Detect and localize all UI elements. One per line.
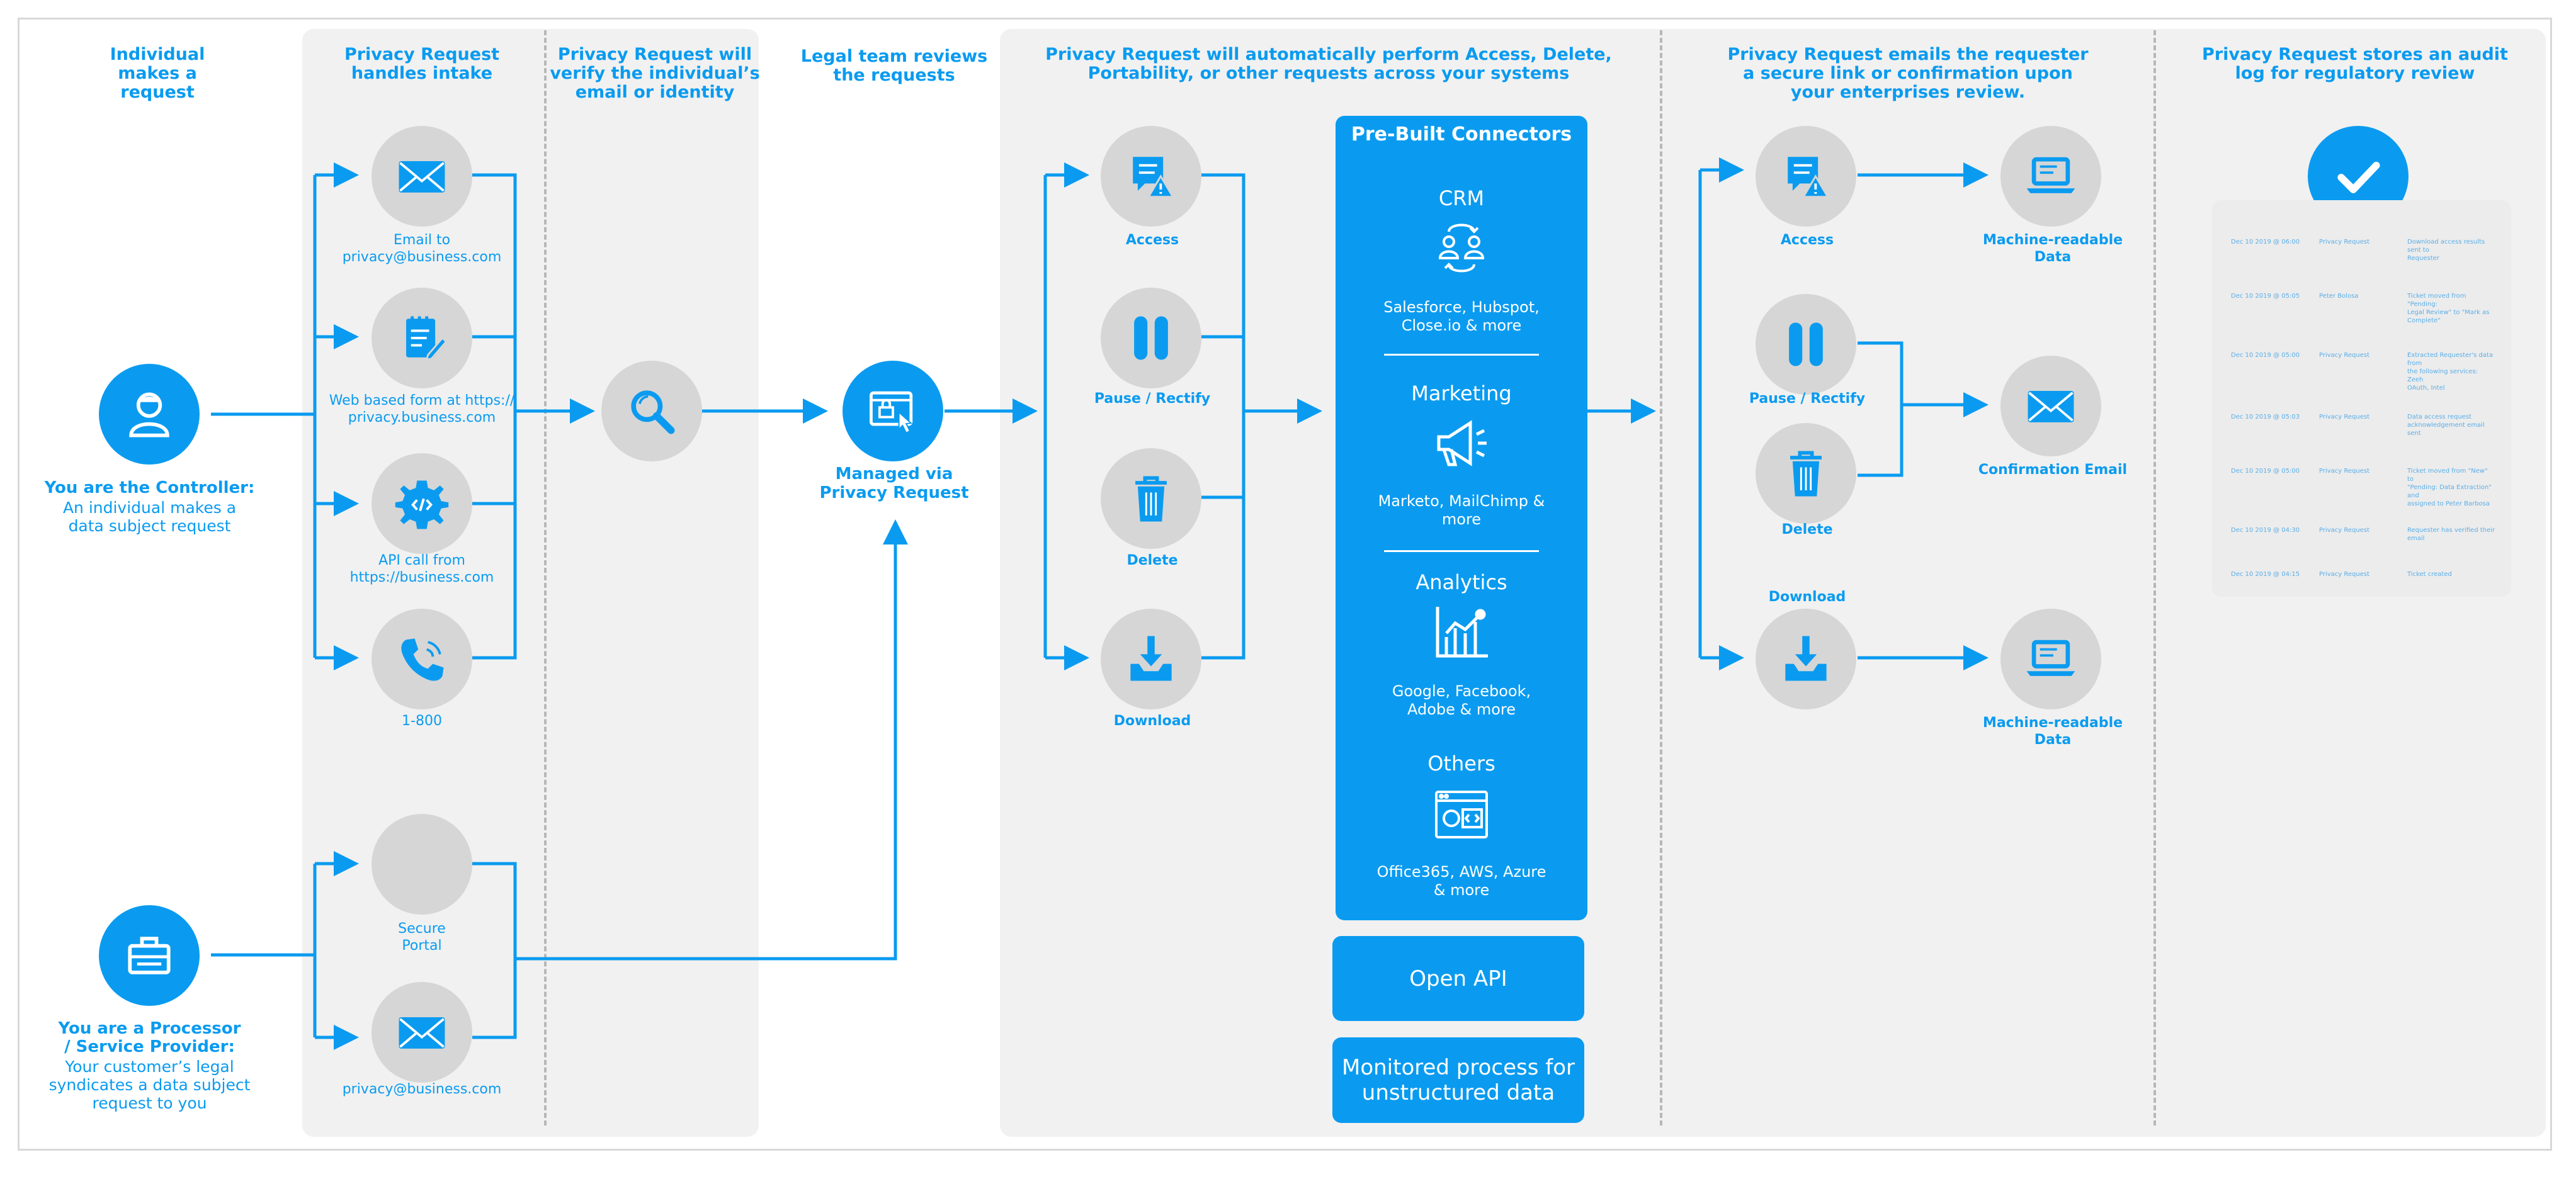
connector-crm-text: Salesforce, Hubspot, Close.io & more xyxy=(1383,298,1540,334)
result-download-label: Download xyxy=(1768,589,1846,605)
envelope-icon xyxy=(372,982,472,1083)
connector-others-text: Office365, AWS, Azure & more xyxy=(1376,863,1546,899)
connector-marketing-text: Marketo, MailChimp & more xyxy=(1378,492,1545,528)
gear-code-icon xyxy=(372,453,472,554)
laptop-icon xyxy=(2000,126,2101,227)
result-mrd2-label: Machine-readable Data xyxy=(1982,715,2123,748)
header-legal: Legal team reviews the requests xyxy=(800,47,988,85)
intake-portal-label: Secure Portal xyxy=(398,921,446,954)
document-warning-icon xyxy=(1756,126,1856,227)
header-email: Privacy Request emails the requester a s… xyxy=(1727,45,2089,102)
document-warning-icon xyxy=(1101,126,1201,227)
result-mrd1-label: Machine-readable Data xyxy=(1982,232,2123,265)
browser-cursor-icon xyxy=(843,361,943,461)
divider xyxy=(1660,30,1662,1125)
result-pause-label: Pause / Rectify xyxy=(1749,391,1866,407)
envelope-icon xyxy=(372,126,472,227)
divider xyxy=(2153,30,2156,1125)
open-api-box: Open API xyxy=(1332,936,1584,1021)
magnifier-icon xyxy=(601,361,702,461)
intake-processor-email-label: privacy@business.com xyxy=(342,1081,502,1097)
result-delete-label: Delete xyxy=(1781,522,1833,538)
phone-icon xyxy=(372,609,472,709)
processor-title: You are a Processor / Service Provider: xyxy=(58,1019,241,1056)
action-delete-label: Delete xyxy=(1126,553,1178,568)
intake-api-label: API call from https://business.com xyxy=(349,553,494,585)
code-window-icon xyxy=(1435,791,1488,838)
action-pause-label: Pause / Rectify xyxy=(1094,391,1211,407)
pause-icon xyxy=(1101,288,1201,388)
managed-label: Managed via Privacy Request xyxy=(819,465,969,502)
pause-icon xyxy=(1756,294,1856,395)
header-intake: Privacy Request handles intake xyxy=(344,45,500,83)
prebuilt-connectors-panel: Pre-Built Connectors CRM Salesforce, Hub… xyxy=(1336,116,1587,920)
portal-icon xyxy=(372,814,472,915)
monitored-process-box: Monitored process for unstructured data xyxy=(1332,1037,1584,1123)
header-individual: Individual makes a request xyxy=(110,45,205,102)
briefcase-icon xyxy=(99,905,200,1006)
intake-email-label: Email to privacy@business.com xyxy=(342,232,502,265)
divider xyxy=(544,30,547,1125)
download-icon xyxy=(1101,609,1201,709)
connector-others-name: Others xyxy=(1427,752,1495,776)
download-icon xyxy=(1756,609,1856,709)
connector-marketing-name: Marketing xyxy=(1411,381,1512,405)
header-perform: Privacy Request will automatically perfo… xyxy=(1045,45,1612,83)
connector-crm-name: CRM xyxy=(1438,186,1485,210)
intake-phone-label: 1-800 xyxy=(402,713,442,729)
connector-analytics-text: Google, Facebook, Adobe & more xyxy=(1392,682,1531,718)
processor-text: Your customer’s legal syndicates a data … xyxy=(48,1058,251,1112)
laptop-icon xyxy=(2000,609,2101,709)
header-verify: Privacy Request will verify the individu… xyxy=(550,45,760,102)
intake-verify-panel xyxy=(302,29,759,1137)
action-access-label: Access xyxy=(1125,232,1179,248)
trash-icon xyxy=(1756,423,1856,524)
connector-analytics-name: Analytics xyxy=(1416,570,1507,594)
megaphone-icon xyxy=(1437,420,1487,466)
header-audit: Privacy Request stores an audit log for … xyxy=(2202,45,2508,83)
user-icon xyxy=(99,364,200,465)
separator xyxy=(1384,354,1539,356)
controller-text: An individual makes a data subject reque… xyxy=(62,499,237,535)
form-icon xyxy=(372,288,472,388)
action-download-label: Download xyxy=(1113,713,1191,729)
result-access-label: Access xyxy=(1780,232,1834,248)
envelope-icon xyxy=(2000,356,2101,456)
diagram-frame xyxy=(18,18,2552,1151)
analytics-icon xyxy=(1436,607,1488,658)
controller-title: You are the Controller: xyxy=(44,478,255,497)
trash-icon xyxy=(1101,448,1201,549)
intake-form-label: Web based form at https:// privacy.busin… xyxy=(329,393,515,426)
separator xyxy=(1384,550,1539,552)
result-confirm-label: Confirmation Email xyxy=(1978,462,2128,478)
people-exchange-icon xyxy=(1438,223,1485,273)
connectors-title: Pre-Built Connectors xyxy=(1351,123,1572,145)
